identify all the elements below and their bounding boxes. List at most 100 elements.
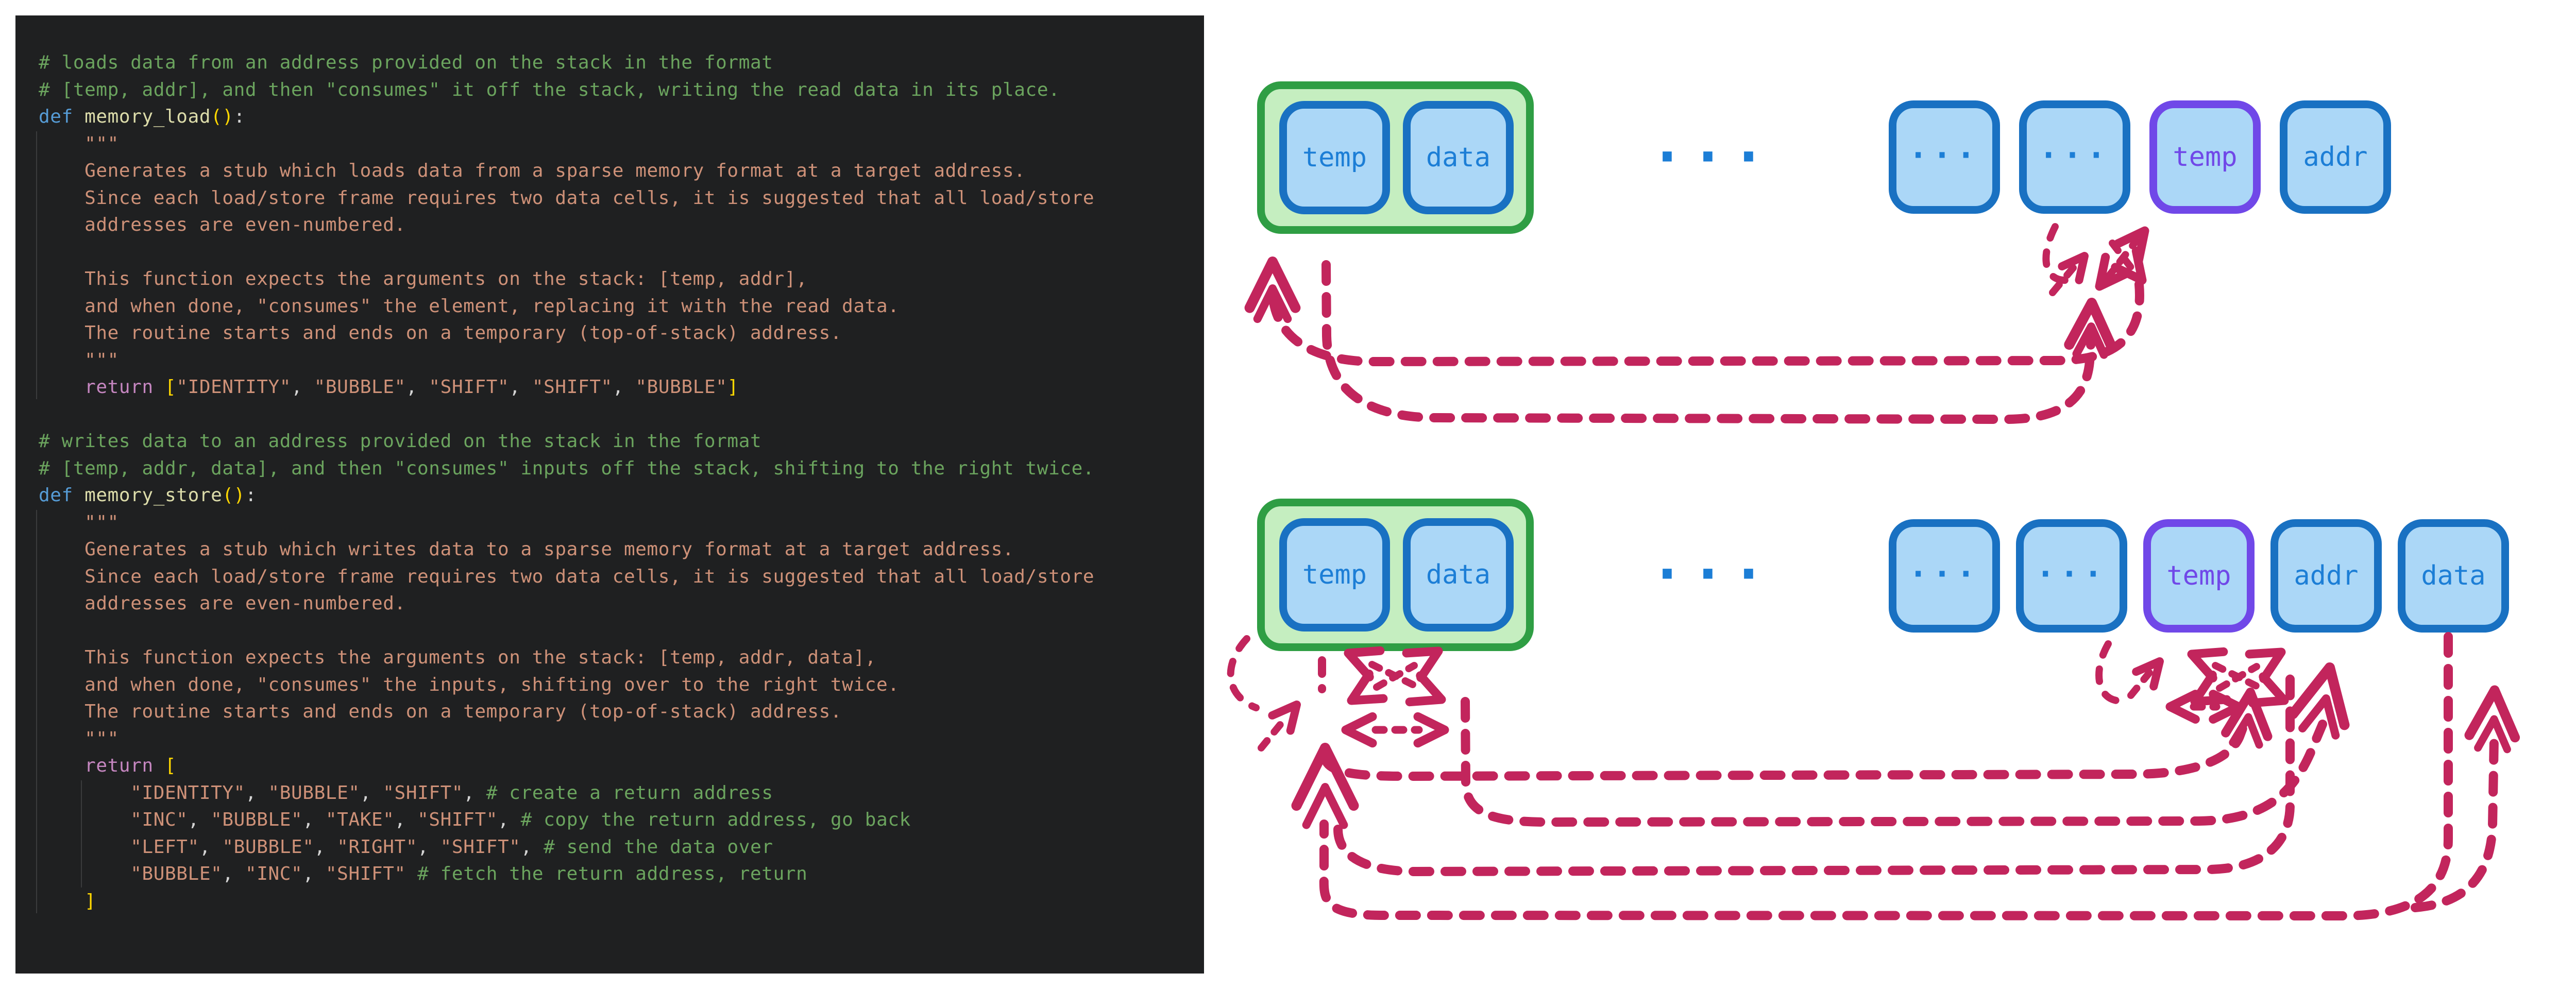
code-token: , bbox=[498, 809, 521, 830]
cell-ellipsis: ... bbox=[2016, 519, 2127, 633]
code-token: , bbox=[520, 836, 544, 858]
code-token: Since each load/store frame requires two… bbox=[39, 187, 1095, 209]
code-token: The routine starts and ends on a tempora… bbox=[39, 322, 842, 344]
code-token: , bbox=[245, 782, 268, 804]
cell-temp: temp bbox=[2143, 519, 2255, 633]
code-lines: # loads data from an address provided on… bbox=[39, 49, 1094, 915]
code-token: return bbox=[39, 377, 154, 398]
code-token: addresses are even-numbered. bbox=[39, 593, 406, 614]
cell-addr: addr bbox=[2280, 100, 2391, 214]
ellipsis-gap: ... bbox=[1639, 527, 1784, 619]
code-token: # send the data over bbox=[544, 836, 773, 858]
indent-guide bbox=[36, 510, 37, 913]
cell-label: temp bbox=[2173, 142, 2238, 173]
code-token: , bbox=[291, 377, 314, 398]
code-token: and when done, "consumes" the inputs, sh… bbox=[39, 674, 900, 695]
code-token: "SHIFT" bbox=[429, 377, 510, 398]
code-line: # [temp, addr], and then "consumes" it o… bbox=[39, 77, 1094, 104]
ellipsis-gap: ... bbox=[1639, 110, 1784, 202]
code-line: Since each load/store frame requires two… bbox=[39, 564, 1094, 591]
code-token: def bbox=[39, 485, 73, 506]
code-token: """ bbox=[39, 133, 119, 155]
code-line: Since each load/store frame requires two… bbox=[39, 185, 1094, 212]
code-line: "LEFT", "BUBBLE", "RIGHT", "SHIFT", # se… bbox=[39, 834, 1094, 861]
code-token: "SHIFT" bbox=[325, 863, 406, 884]
code-line: "BUBBLE", "INC", "SHIFT" # fetch the ret… bbox=[39, 861, 1094, 888]
code-token: "INC" bbox=[245, 863, 303, 884]
code-token: , bbox=[509, 377, 532, 398]
code-token: , bbox=[360, 782, 383, 804]
code-token: () bbox=[211, 106, 234, 127]
cell-label: temp bbox=[2166, 560, 2231, 591]
code-token: # copy the return address, go back bbox=[520, 809, 911, 830]
code-token: : bbox=[233, 106, 245, 127]
code-token: , bbox=[188, 809, 211, 830]
code-line: return ["IDENTITY", "BUBBLE", "SHIFT", "… bbox=[39, 374, 1094, 401]
code-token: The routine starts and ends on a tempora… bbox=[39, 701, 842, 722]
cell-label: data bbox=[1426, 559, 1491, 590]
cell-label: data bbox=[2421, 560, 2486, 591]
code-token: return bbox=[39, 755, 154, 776]
cell-label: addr bbox=[2294, 560, 2359, 591]
code-token: , bbox=[302, 863, 326, 884]
code-token: () bbox=[222, 485, 245, 506]
code-token: Since each load/store frame requires two… bbox=[39, 566, 1095, 587]
cell-ellipsis: ... bbox=[2019, 100, 2130, 214]
code-line: ] bbox=[39, 888, 1094, 915]
code-token: "SHIFT" bbox=[383, 782, 464, 804]
code-token: , bbox=[612, 377, 636, 398]
cell-addr: addr bbox=[2270, 519, 2382, 633]
code-line: Generates a stub which loads data from a… bbox=[39, 158, 1094, 185]
cell-ellipsis: ... bbox=[1889, 100, 2000, 214]
code-token: """ bbox=[39, 349, 119, 371]
code-token: "BUBBLE" bbox=[268, 782, 360, 804]
code-token: , bbox=[417, 836, 440, 858]
code-line: """ bbox=[39, 131, 1094, 158]
code-token: , bbox=[222, 863, 245, 884]
cell-label: ... bbox=[1908, 128, 1980, 166]
indent-guide bbox=[36, 131, 37, 399]
cell-label: temp bbox=[1302, 559, 1367, 590]
code-line: # [temp, addr, data], and then "consumes… bbox=[39, 455, 1094, 483]
code-token: # loads data from an address provided on… bbox=[39, 52, 773, 73]
code-token: , bbox=[199, 836, 223, 858]
cell-temp: temp bbox=[2149, 100, 2261, 214]
code-token: def bbox=[39, 106, 73, 127]
code-token: : bbox=[245, 485, 257, 506]
code-token: , bbox=[314, 836, 337, 858]
code-editor-panel[interactable] bbox=[15, 15, 1204, 974]
indent-guide bbox=[81, 780, 82, 887]
code-token: "INC" bbox=[39, 809, 188, 830]
code-token: memory_store bbox=[84, 485, 223, 506]
code-line: "IDENTITY", "BUBBLE", "SHIFT", # create … bbox=[39, 780, 1094, 807]
code-line: The routine starts and ends on a tempora… bbox=[39, 320, 1094, 347]
code-token: [ bbox=[165, 377, 177, 398]
cell-label: addr bbox=[2303, 142, 2368, 173]
code-line: return [ bbox=[39, 753, 1094, 780]
cell-label: ... bbox=[2039, 128, 2111, 166]
code-token: addresses are even-numbered. bbox=[39, 214, 406, 235]
cell-label: data bbox=[1426, 142, 1491, 173]
code-token: # writes data to an address provided on … bbox=[39, 431, 762, 452]
cell-label: temp bbox=[1302, 142, 1367, 173]
code-token: ] bbox=[39, 890, 96, 912]
code-token: # [temp, addr, data], and then "consumes… bbox=[39, 457, 1095, 479]
code-token: # [temp, addr], and then "consumes" it o… bbox=[39, 79, 1060, 100]
code-line: The routine starts and ends on a tempora… bbox=[39, 698, 1094, 726]
code-line: # loads data from an address provided on… bbox=[39, 49, 1094, 77]
code-token: This function expects the arguments on t… bbox=[39, 268, 808, 289]
ellipsis-dots: ... bbox=[1650, 110, 1773, 175]
code-line: addresses are even-numbered. bbox=[39, 590, 1094, 618]
code-line: This function expects the arguments on t… bbox=[39, 644, 1094, 672]
code-line: """ bbox=[39, 726, 1094, 753]
code-token: "IDENTITY" bbox=[39, 782, 245, 804]
cell-label: ... bbox=[1908, 547, 1980, 585]
code-token: "BUBBLE" bbox=[222, 836, 314, 858]
code-token: "LEFT" bbox=[39, 836, 199, 858]
code-line: def memory_store(): bbox=[39, 482, 1094, 509]
code-token: "TAKE" bbox=[325, 809, 395, 830]
cell-label: ... bbox=[2036, 547, 2108, 585]
code-token: Generates a stub which loads data from a… bbox=[39, 160, 1026, 181]
code-line: Generates a stub which writes data to a … bbox=[39, 536, 1094, 564]
code-token: "BUBBLE" bbox=[314, 377, 406, 398]
